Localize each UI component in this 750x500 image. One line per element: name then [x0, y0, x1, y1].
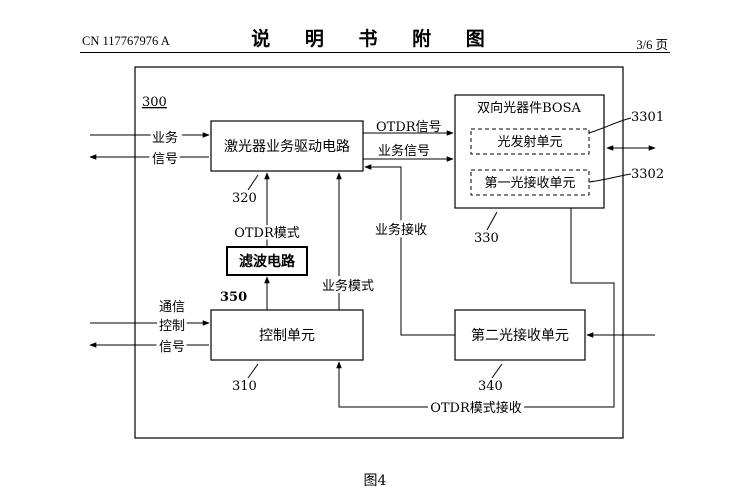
comm-label-1: 通信	[159, 300, 185, 315]
comm-label-2: 控制	[159, 319, 185, 334]
tx-unit-ref: 3301	[631, 110, 664, 125]
tx-unit-label: 光发射单元	[497, 134, 562, 150]
frame-label: 300	[142, 95, 167, 110]
controller-ref: 310	[232, 379, 257, 394]
rx1-unit-ref-leader	[588, 173, 632, 183]
page-number: 3/6 页	[636, 38, 668, 52]
patent-number: CN 117767976 A	[82, 34, 170, 48]
bosa-ref: 330	[474, 231, 499, 246]
service-signal-label-1: 业务	[152, 130, 178, 146]
controller-label: 控制单元	[259, 328, 315, 344]
laser-driver-label: 激光器业务驱动电路	[224, 138, 350, 155]
figure-caption: 图4	[363, 473, 387, 489]
rx2-unit-ref-leader	[491, 363, 503, 379]
otdr-receive-line	[336, 208, 615, 408]
bosa-ref-leader	[486, 211, 498, 231]
filter-label: 滤波电路	[239, 253, 296, 270]
service-receive-label: 业务接收	[375, 222, 427, 238]
laser-driver-ref-leader	[247, 174, 259, 191]
otdr-mode-receive-label: OTDR模式接收	[430, 400, 522, 416]
tx-unit-ref-leader	[588, 117, 632, 134]
otdr-signal-label: OTDR信号	[376, 120, 442, 135]
rx1-unit-box	[470, 169, 590, 196]
service-signal-label: 业务信号	[378, 143, 430, 159]
header-rule	[80, 52, 670, 53]
tx-unit-box	[470, 128, 590, 155]
service-mode-label: 业务模式	[322, 278, 374, 294]
laser-driver-box	[210, 120, 364, 172]
service-signal-label-2: 信号	[152, 152, 178, 167]
section-title: 说 明 书 附 图	[251, 28, 499, 50]
outer-frame	[134, 66, 624, 439]
rx1-unit-ref: 3302	[631, 167, 664, 182]
filter-ref: 350	[220, 290, 247, 305]
controller-ref-leader	[247, 363, 259, 379]
controller-box	[210, 309, 364, 361]
bosa-label: 双向光器件BOSA	[477, 100, 581, 116]
rx2-unit-ref: 340	[478, 379, 503, 394]
laser-driver-ref: 320	[232, 191, 257, 206]
bosa-box	[454, 94, 605, 209]
rx1-unit-label: 第一光接收单元	[484, 175, 575, 191]
service-receive-arrow	[364, 164, 455, 336]
comm-label-3: 信号	[159, 340, 185, 355]
otdr-mode-label: OTDR模式	[234, 226, 300, 241]
rx2-unit-label: 第二光接收单元	[471, 327, 569, 344]
